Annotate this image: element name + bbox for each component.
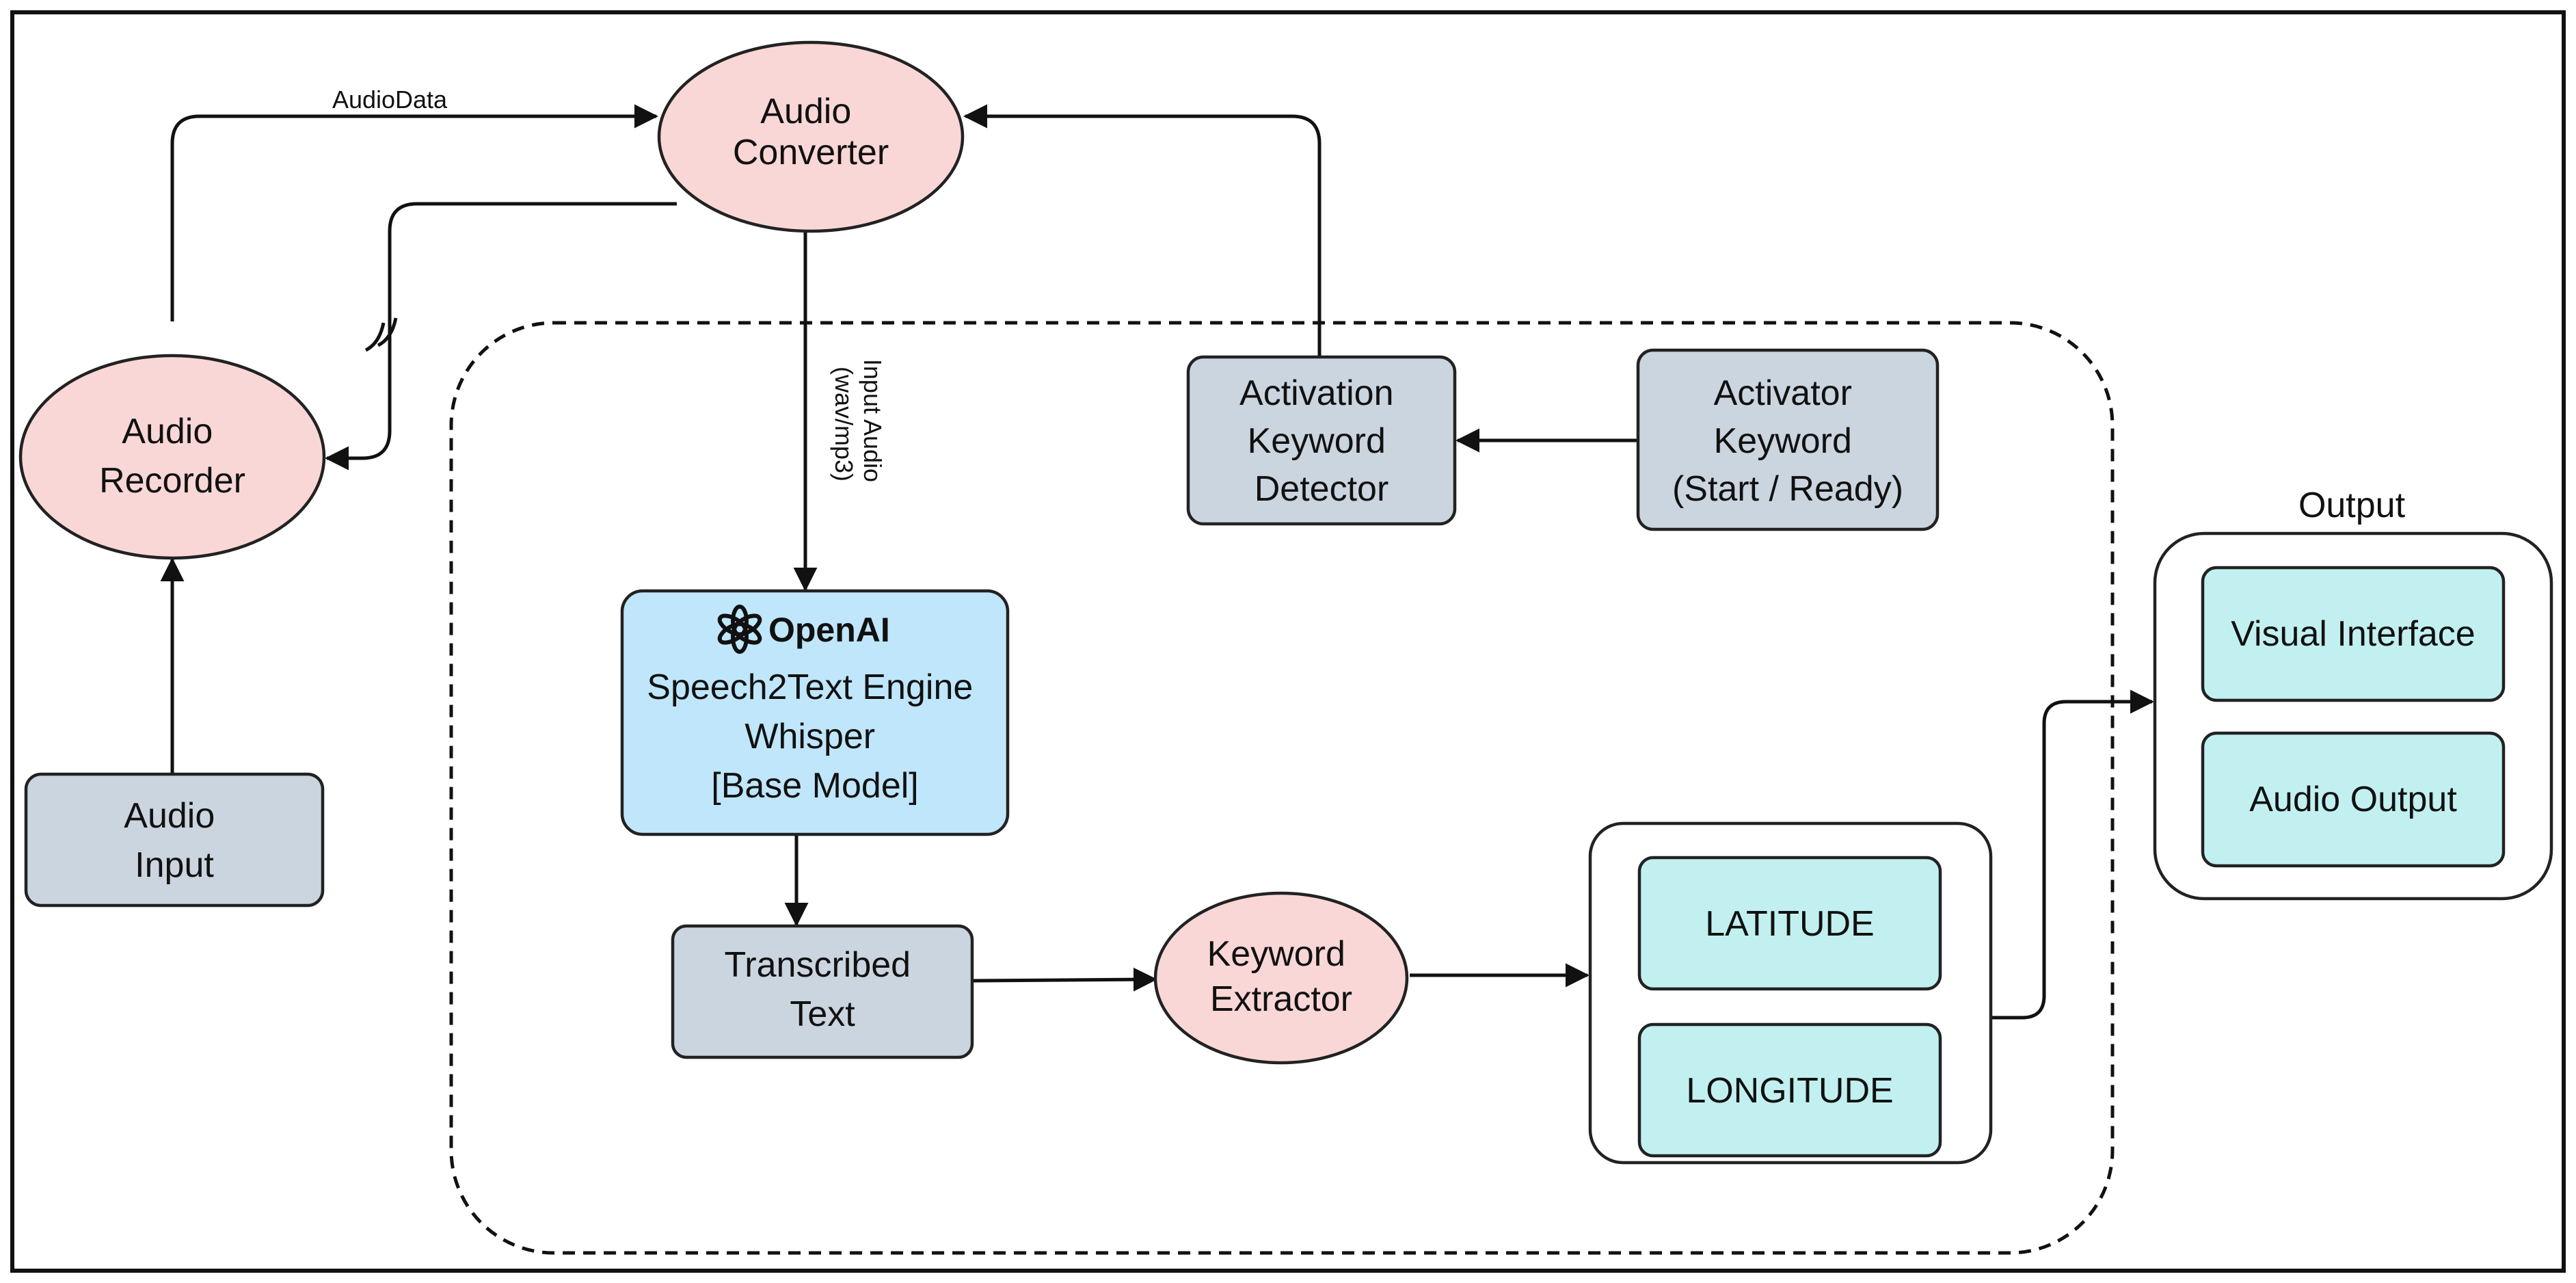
processing-group — [449, 321, 2115, 1255]
node-keyword-extractor: Keyword Extractor — [1153, 891, 1409, 1065]
node-longitude: LONGITUDE — [1637, 1022, 1942, 1158]
transcribed-text-label-2: Text — [790, 994, 855, 1034]
audio-converter-label-1: Audio — [760, 92, 851, 131]
activator-keyword-label-3: (Start / Ready) — [1672, 469, 1903, 509]
audio-recorder-label-1: Audio — [122, 412, 213, 451]
outer-frame — [10, 10, 2566, 1273]
visual-interface-label: Visual Interface — [2231, 614, 2475, 654]
audio-converter-label-2: Converter — [733, 133, 889, 172]
activation-detector-label-3: Detector — [1255, 469, 1389, 509]
activator-keyword-label-2: Keyword — [1714, 421, 1852, 461]
latitude-shape — [1637, 856, 1942, 991]
edge-label-input-audio: Input Audio (wav/mp3) — [830, 359, 887, 489]
edge-coordinates-to-output — [1991, 689, 2154, 1020]
svg-text:Audio Recorder: Audio Recorder — [99, 412, 245, 501]
whisper-label-3: [Base Model] — [711, 766, 919, 806]
openai-logo-icon — [717, 605, 762, 654]
node-whisper-engine: OpenAI Speech2Text Engine Whisper [Base … — [620, 589, 1010, 836]
svg-text:Activation Keyword: Activation Keyword Detector — [1239, 373, 1404, 509]
audio-input-shape — [24, 772, 325, 908]
transcribed-text-shape — [671, 924, 974, 1059]
svg-text:Speech2Text Engine Whisp: Speech2Text Engine Whisper [Base Model] — [647, 667, 982, 806]
node-audio-recorder: Audio Recorder — [18, 354, 326, 560]
latitude-label: LATITUDE — [1705, 904, 1875, 944]
activation-detector-label-1: Activation — [1239, 373, 1393, 413]
svg-text:Audio Input: Audio Input — [124, 796, 224, 885]
keyword-extractor-label-1: Keyword — [1207, 934, 1345, 974]
audio-input-label-1: Audio — [124, 796, 215, 836]
edge-break-icon — [364, 317, 398, 352]
audio-output-shape — [2201, 731, 2506, 868]
audio-recorder-shape — [18, 354, 326, 560]
audio-recorder-label-2: Recorder — [99, 461, 245, 501]
keyword-extractor-shape — [1153, 891, 1409, 1065]
activator-keyword-label-1: Activator — [1714, 373, 1852, 413]
transcribed-text-label-1: Transcribed — [724, 945, 911, 985]
edge-label-audio-data: AudioData — [332, 85, 448, 114]
node-audio-output: Audio Output — [2201, 731, 2506, 868]
keyword-extractor-label-2: Extractor — [1210, 979, 1352, 1019]
longitude-label: LONGITUDE — [1686, 1071, 1893, 1111]
activation-detector-shape — [1186, 355, 1457, 526]
edge-detector-to-converter — [963, 104, 1321, 357]
node-audio-converter: Audio Converter — [657, 40, 965, 233]
node-audio-input: Audio Input — [24, 772, 325, 908]
activator-keyword-shape — [1636, 348, 1940, 531]
svg-text:Activator Keyword: Activator Keyword (Start / Ready) — [1672, 373, 1903, 509]
visual-interface-shape — [2201, 566, 2506, 702]
whisper-label-2: Whisper — [744, 717, 875, 756]
svg-text:Transcribed Text: Transcribed Text — [724, 945, 920, 1034]
svg-text:Audio Converter: Audio Converter — [733, 92, 889, 172]
activation-detector-label-2: Keyword — [1248, 421, 1386, 461]
node-visual-interface: Visual Interface — [2201, 566, 2506, 702]
audio-input-label-2: Input — [135, 845, 214, 885]
edge-converter-to-recorder — [325, 202, 677, 471]
node-latitude: LATITUDE — [1637, 856, 1942, 991]
node-activation-keyword-detector: Activation Keyword Detector — [1186, 355, 1457, 526]
node-activator-keyword: Activator Keyword (Start / Ready) — [1636, 348, 1940, 531]
whisper-label-1: Speech2Text Engine — [647, 667, 973, 707]
longitude-shape — [1637, 1022, 1942, 1158]
whisper-brand-label: OpenAI — [768, 611, 890, 649]
node-transcribed-text: Transcribed Text — [671, 924, 974, 1059]
output-group-title: Output — [2298, 486, 2406, 525]
audio-converter-shape — [657, 40, 965, 233]
edge-transcribed-to-extractor — [973, 967, 1157, 992]
whisper-engine-shape — [620, 589, 1010, 836]
audio-output-label: Audio Output — [2249, 780, 2457, 819]
svg-text:Keyword Extractor: Keyword Extractor — [1207, 934, 1356, 1019]
edge-recorder-to-converter — [170, 104, 658, 321]
